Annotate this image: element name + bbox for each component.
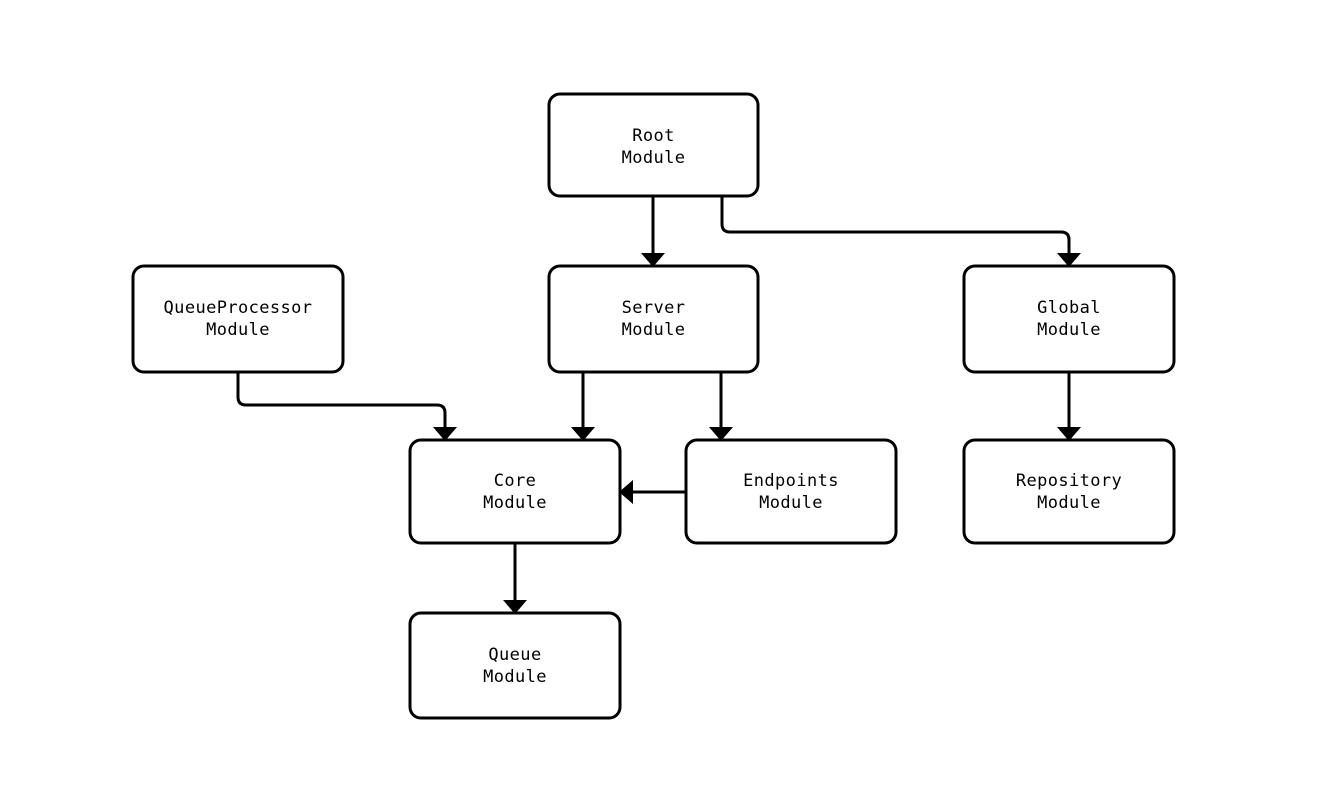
arrowhead-down-icon	[709, 427, 733, 441]
edge-server-to-endpoints	[709, 372, 733, 441]
node-box[interactable]	[131, 264, 345, 374]
node-label-line2: Module	[483, 667, 547, 687]
arrowhead-left-icon	[619, 480, 633, 504]
arrowhead-down-icon	[571, 427, 595, 441]
edge-endpoints-to-core	[619, 480, 686, 504]
node-label-line2: Module	[622, 320, 686, 340]
node-label-line1: Server	[622, 298, 686, 318]
arrowhead-down-icon	[1057, 427, 1081, 441]
edge-server-to-core	[571, 372, 595, 441]
node-queue-module[interactable]: Queue Module	[408, 611, 622, 720]
node-label-line1: Core	[494, 471, 537, 491]
edge-global-to-repository	[1057, 372, 1081, 441]
node-box[interactable]	[547, 92, 760, 198]
node-label-line1: Global	[1037, 298, 1101, 318]
node-box[interactable]	[684, 438, 898, 545]
node-box[interactable]	[408, 611, 622, 720]
node-repository-module[interactable]: Repository Module	[962, 438, 1176, 545]
node-server-module[interactable]: Server Module	[547, 264, 760, 374]
node-root-module[interactable]: Root Module	[547, 92, 760, 198]
node-core-module[interactable]: Core Module	[408, 438, 622, 545]
node-label-line1: Queue	[488, 645, 541, 665]
arrowhead-down-icon	[641, 253, 665, 267]
node-layer: Root Module QueueProcessor Module Server…	[131, 92, 1176, 720]
node-label-line1: QueueProcessor	[164, 298, 313, 318]
node-label-line2: Module	[1037, 320, 1101, 340]
edge-core-to-queue	[503, 543, 527, 614]
arrowhead-down-icon	[433, 427, 457, 441]
edge-line	[236, 372, 447, 427]
arrowhead-down-icon	[503, 600, 527, 614]
node-label-line2: Module	[1037, 493, 1101, 513]
node-box[interactable]	[962, 438, 1176, 545]
node-box[interactable]	[962, 264, 1176, 374]
node-queueprocessor-module[interactable]: QueueProcessor Module	[131, 264, 345, 374]
node-global-module[interactable]: Global Module	[962, 264, 1176, 374]
node-box[interactable]	[408, 438, 622, 545]
node-label-line2: Module	[483, 493, 547, 513]
edge-root-to-global	[720, 196, 1081, 267]
edge-layer	[236, 196, 1081, 614]
node-label-line1: Repository	[1016, 471, 1122, 491]
node-box[interactable]	[547, 264, 760, 374]
arrowhead-down-icon	[1057, 253, 1081, 267]
edge-root-to-server	[641, 196, 665, 267]
node-label-line1: Root	[632, 126, 675, 146]
node-label-line1: Endpoints	[743, 471, 839, 491]
edge-queueprocessor-to-core	[236, 372, 457, 441]
node-label-line2: Module	[759, 493, 823, 513]
edge-line	[720, 196, 1071, 253]
node-label-line2: Module	[622, 148, 686, 168]
node-endpoints-module[interactable]: Endpoints Module	[684, 438, 898, 545]
node-label-line2: Module	[206, 320, 270, 340]
